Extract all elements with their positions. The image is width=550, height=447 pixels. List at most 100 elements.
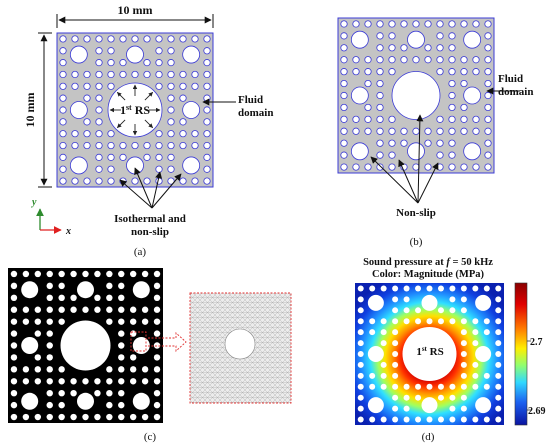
color-magnitude-subtitle: Color: Magnitude (MPa) [372, 269, 484, 280]
scatterer-small [106, 318, 113, 325]
scatterer-small [203, 82, 211, 90]
scatterer-small [71, 70, 79, 79]
scatterer-large [350, 30, 369, 49]
scatterer-small [403, 318, 410, 325]
scatterer-small [376, 68, 384, 76]
scatterer-small [495, 372, 502, 379]
scatterer-small [46, 282, 53, 290]
scatterer-small [155, 165, 163, 173]
scatterer-small [107, 165, 115, 173]
scatterer-small [412, 20, 420, 28]
scatterer-small [95, 35, 103, 43]
central-resonant-scatterer [402, 327, 457, 381]
scatterer-small [460, 296, 467, 303]
scatterer-small [179, 82, 187, 90]
scatterer-small [369, 416, 376, 423]
scatterer-small [71, 130, 79, 138]
scatterer-small [352, 20, 360, 28]
scatterer-small [484, 139, 492, 147]
scatterer-small [403, 416, 410, 423]
scatterer-large [69, 101, 88, 119]
scatterer-small [153, 294, 161, 302]
scatterer-small [403, 285, 410, 292]
scatterer-small [155, 141, 163, 150]
scatterer-small [340, 127, 348, 135]
scatterer-small [376, 151, 384, 159]
scatterer-small [46, 270, 53, 278]
zoom-region-box [130, 331, 147, 352]
scatterer-small [424, 56, 432, 64]
scatterer-small [380, 318, 387, 325]
scatterer-small [83, 70, 91, 79]
scatterer-small [449, 394, 456, 401]
scatterer-small [153, 318, 161, 325]
scatterer-small [118, 413, 125, 421]
scatterer-small [460, 394, 467, 401]
scatterer-small [34, 318, 42, 325]
scatterer-small [179, 118, 187, 126]
scatterer-small [71, 177, 79, 185]
scatterer-small [22, 366, 30, 373]
scatterer-large [77, 281, 94, 299]
scatterer-small [155, 35, 163, 43]
scatterer-small [46, 413, 53, 421]
scatterer-small [119, 70, 127, 79]
scatterer-large [407, 30, 425, 49]
scatterer-small [364, 163, 372, 171]
scatterer-small [484, 127, 492, 135]
scatterer-small [484, 91, 492, 100]
scatterer-small [153, 282, 161, 290]
scatterer-small [448, 44, 456, 52]
scatterer-small [449, 405, 456, 412]
scatterer-small [118, 366, 125, 373]
scatterer-small [472, 372, 479, 379]
scatterer-small [448, 91, 456, 100]
scatterer-small [107, 59, 115, 67]
scatterer-small [106, 306, 113, 313]
scatterer-small [340, 163, 348, 171]
scatterer-small [380, 329, 387, 336]
radial-arrow [117, 92, 126, 101]
scatterer-small [400, 127, 408, 135]
scatterer-small [437, 307, 444, 314]
scatterer-small [388, 139, 396, 147]
scatterer-small [369, 383, 376, 390]
scatterer-small [94, 294, 101, 302]
scatterer-small [153, 389, 161, 397]
scatterer-small [118, 330, 125, 337]
scatterer-small [392, 394, 399, 401]
scatterer-small [484, 20, 492, 28]
scatterer-small [448, 103, 456, 112]
scatterer-small [400, 44, 408, 52]
scatterer-small [436, 127, 444, 135]
scatterer-large [182, 45, 201, 64]
scatterer-small [340, 103, 348, 112]
scatterer-small [340, 91, 348, 100]
scatterer-small [167, 118, 175, 126]
scatterer-small [415, 383, 422, 390]
panel-b: Fluid domain Non-slip (b) [337, 17, 533, 248]
scatterer-small [46, 318, 53, 325]
scatterer-small [83, 118, 91, 126]
scatterer-small [426, 318, 433, 325]
scatterer-small [392, 329, 399, 336]
scatterer-small [448, 32, 456, 40]
scatterer-small [107, 177, 115, 185]
scatterer-small [364, 56, 372, 64]
bc-label-b: Non-slip [396, 207, 436, 219]
scatterer-small [403, 296, 410, 303]
scatterer-small [340, 44, 348, 52]
scatterer-small [106, 413, 113, 421]
scatterer-small [129, 378, 137, 385]
caption-b: (b) [410, 236, 423, 248]
scatterer-small [131, 141, 139, 150]
scatterer-small [495, 340, 502, 347]
scatterer-small [153, 378, 161, 385]
scatterer-small [364, 115, 372, 123]
scatterer-small [460, 405, 467, 412]
scatterer-small [46, 306, 53, 313]
scatterer-small [448, 68, 456, 76]
scatterer-small [449, 318, 456, 325]
scatterer-small [380, 416, 387, 423]
scatterer-small [380, 383, 387, 390]
